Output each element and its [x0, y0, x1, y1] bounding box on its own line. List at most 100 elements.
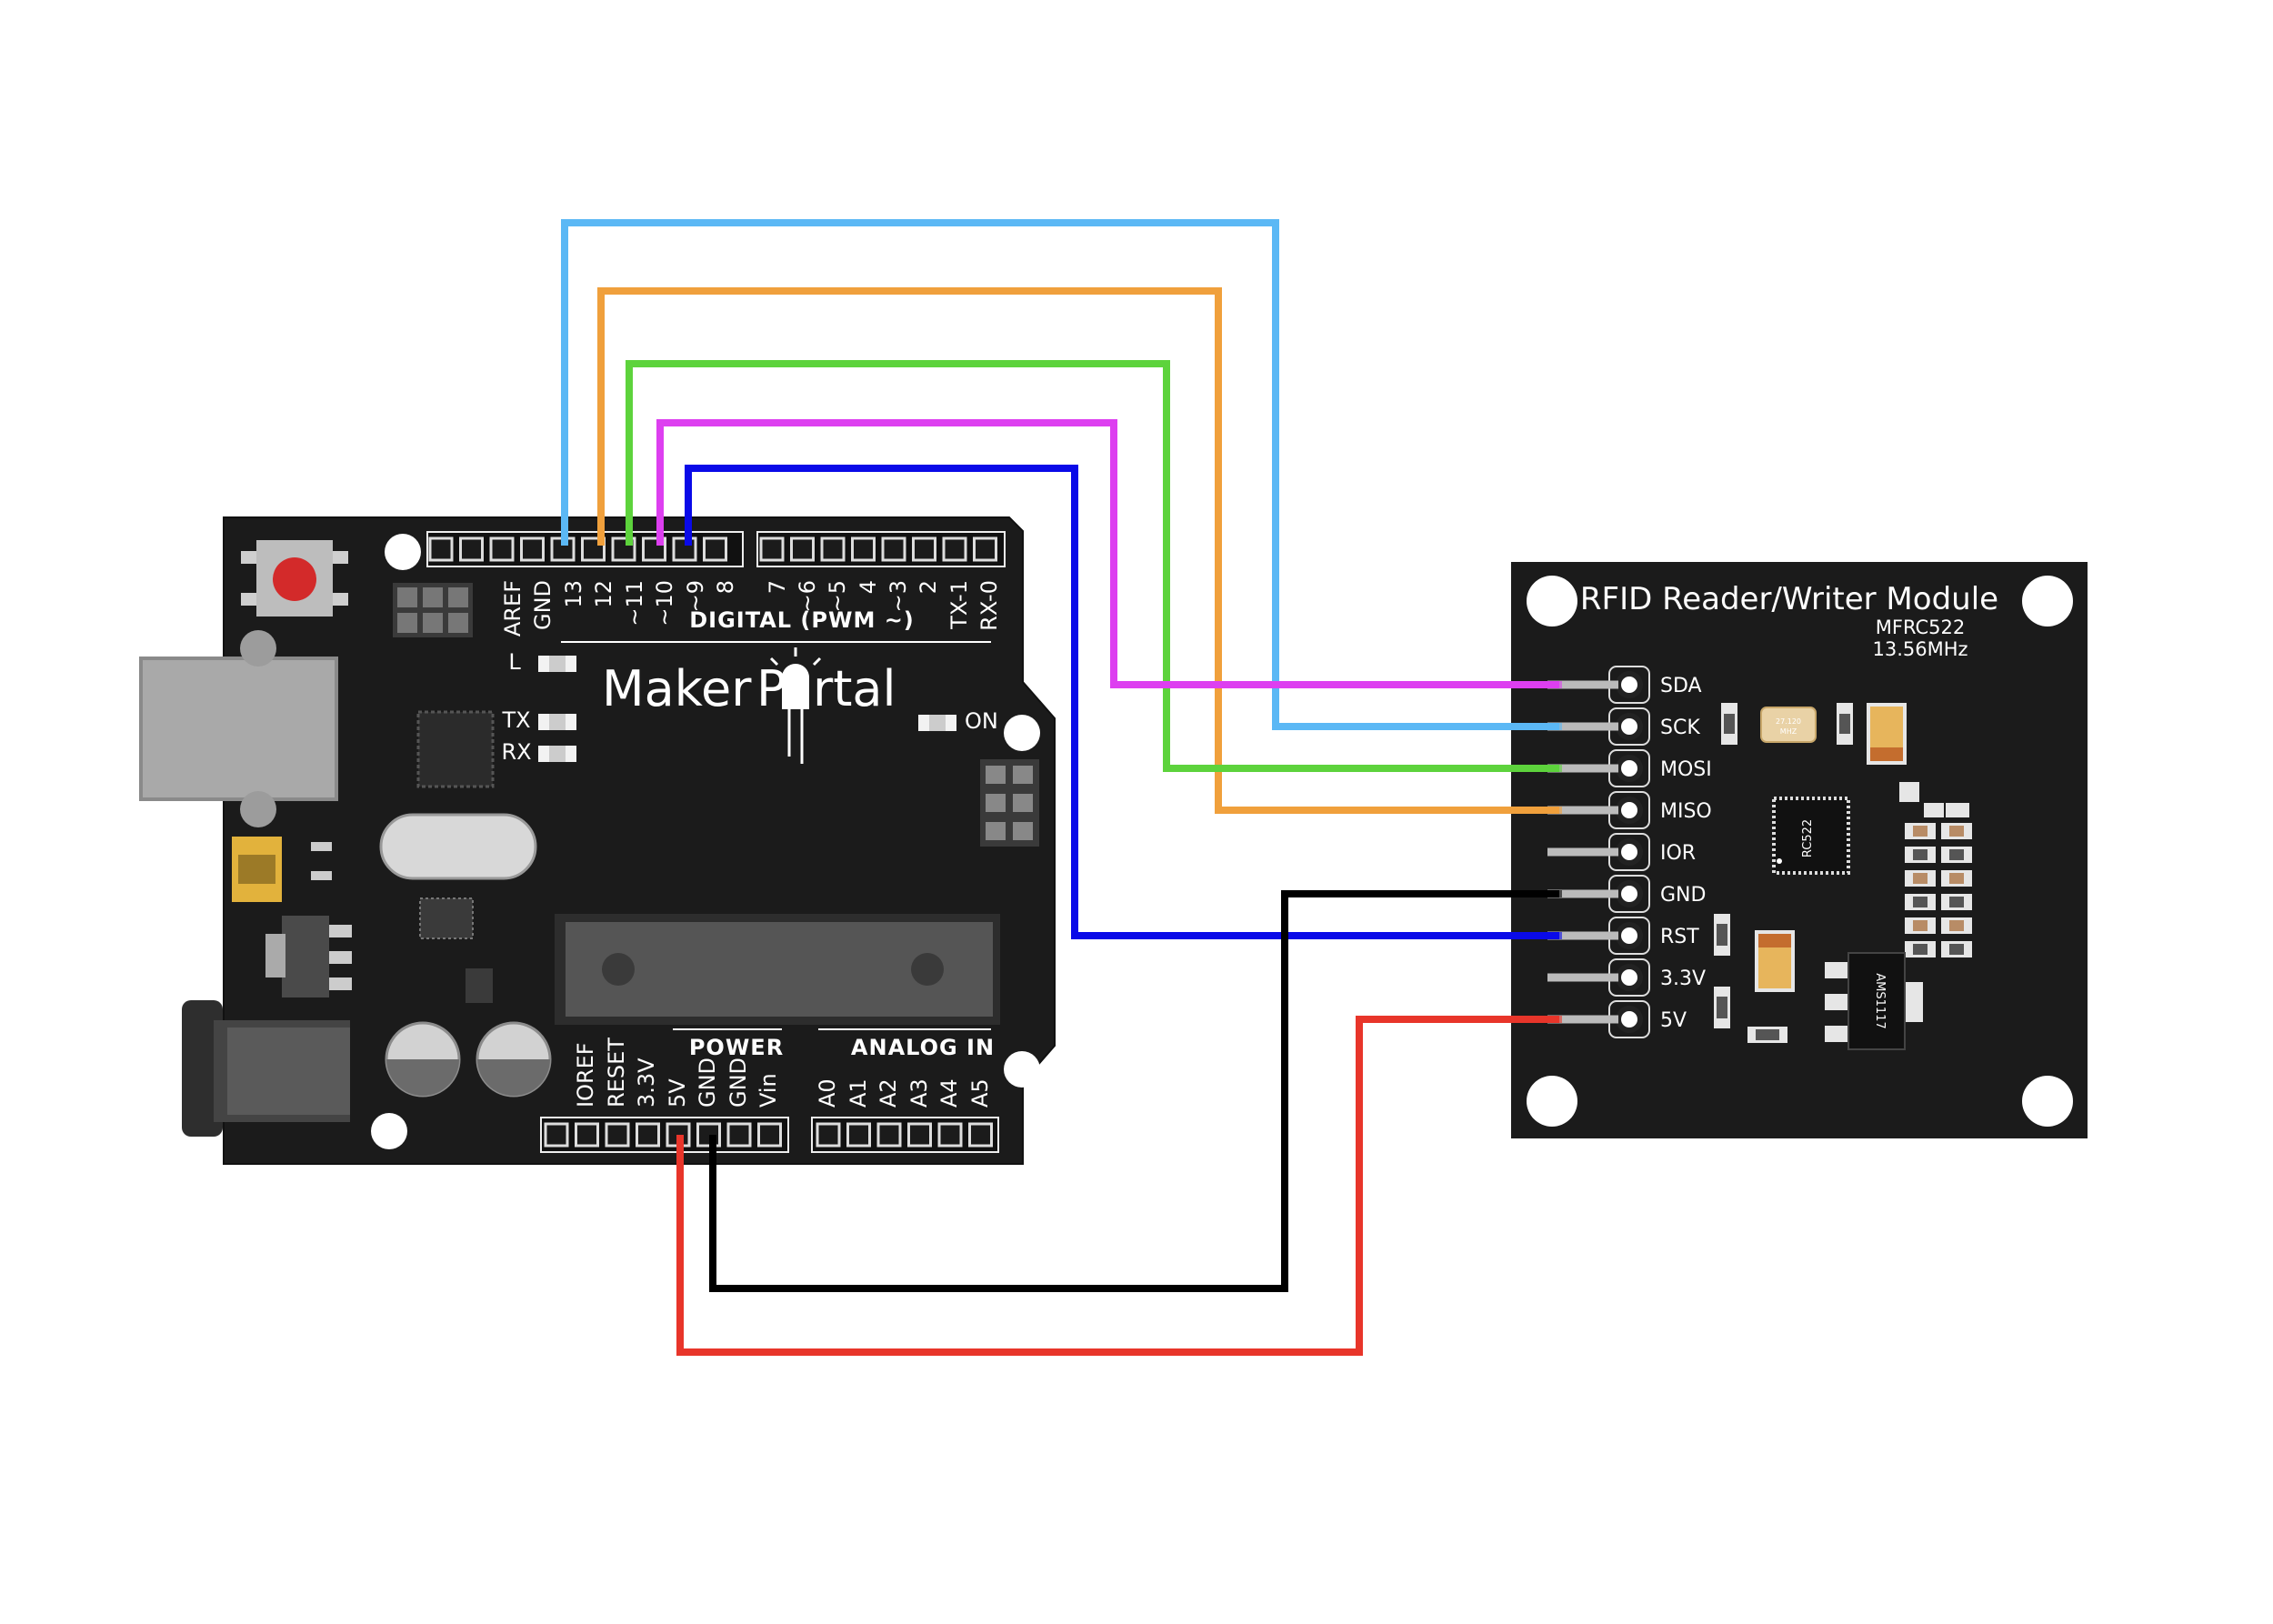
rfid-pin-hole [1616, 713, 1643, 740]
smd-part-body [1949, 920, 1964, 931]
smd-part [1946, 803, 1969, 817]
reset-button[interactable] [241, 540, 348, 617]
regulator-label: AMS1117 [1873, 973, 1887, 1028]
mount-hole [1004, 1051, 1040, 1088]
brand-led-icon [769, 647, 822, 764]
rfid-pin-hole [1616, 1006, 1643, 1033]
smd-part-body [1913, 944, 1928, 955]
header-socket [942, 536, 967, 562]
analog-pin-label: A2 [876, 1078, 901, 1108]
digital-pin-label: GND [530, 580, 556, 630]
header-socket [973, 536, 997, 562]
digital-pin-label: 12 [591, 580, 616, 608]
header-socket [703, 536, 727, 562]
wire [709, 890, 1559, 1292]
icsp-header [393, 583, 473, 637]
mount-hole [385, 534, 421, 570]
rfid-regulator: AMS1117 [1825, 952, 1923, 1050]
digital-pin-label: ~5 [825, 580, 850, 612]
digital-header-label: DIGITAL (PWM ~) [689, 607, 915, 633]
rfid-pin-label: 5V [1660, 1009, 1687, 1032]
usb-chip [416, 710, 495, 788]
brand-text-p: P [756, 660, 786, 717]
header-socket [605, 1122, 630, 1148]
icsp-header-2 [980, 759, 1039, 847]
smd-part [1924, 803, 1944, 817]
rfid-title: RFID Reader/Writer Module [1580, 581, 1998, 617]
smd-part-body [1913, 849, 1928, 860]
digital-pin-label: ~3 [886, 580, 911, 612]
header-socket [489, 536, 515, 562]
mount-hole [1004, 715, 1040, 751]
mount-hole [2022, 576, 2073, 627]
rfid-model: MFRC522 [1876, 617, 1966, 638]
rfid-pin-label: MOSI [1660, 758, 1712, 781]
tantalum-capacitor [1867, 703, 1907, 765]
led-l-label: L [508, 649, 521, 675]
mount-hole [2022, 1076, 2073, 1127]
mount-hole [1527, 1076, 1577, 1127]
power-pin-label: Vin [756, 1073, 781, 1108]
arduino-board: L TX RX ON Maker P [139, 516, 1056, 1165]
rfid-pin-hole [1616, 838, 1643, 866]
rfid-module: RFID Reader/Writer Module MFRC522 13.56M… [1511, 562, 2088, 1138]
digital-pin-label: RX-0 [976, 580, 1002, 631]
wire [685, 465, 1559, 939]
wire [597, 287, 1559, 814]
rfid-pin-label: SDA [1660, 675, 1702, 697]
digital-pin-label: 4 [856, 580, 881, 594]
header-socket [912, 536, 936, 562]
header-socket [907, 1122, 932, 1148]
crystal: 27.120 MHZ [1760, 707, 1817, 743]
analog-pin-label: A1 [846, 1078, 871, 1108]
power-header-strip [540, 1117, 789, 1153]
rfid-pin-hole [1616, 964, 1643, 991]
header-socket [846, 1122, 871, 1148]
wire [656, 419, 1559, 688]
digital-pin-label: 7 [765, 580, 790, 594]
rfid-pin-label: SCK [1660, 717, 1700, 739]
power-pin-label: RESET [604, 1038, 629, 1108]
power-pin-label: GND [695, 1058, 720, 1108]
analog-pin-label: A0 [815, 1078, 840, 1108]
crystal-label-1: 27.120 [1776, 717, 1801, 726]
power-header-label: POWER [689, 1035, 784, 1060]
smd-part-body [1949, 849, 1964, 860]
header-socket [428, 536, 454, 562]
header-socket [851, 536, 876, 562]
led-tx-label: TX [501, 707, 530, 733]
header-socket [636, 1122, 660, 1148]
wires [561, 219, 1562, 1356]
header-socket [816, 1122, 841, 1148]
smd-part-body [1913, 897, 1928, 907]
header-socket [544, 1122, 569, 1148]
smd-part-body [1913, 826, 1928, 837]
rfid-pin-hole [1616, 671, 1643, 698]
rfid-pin-hole [1616, 797, 1643, 824]
rfid-frequency: 13.56MHz [1872, 638, 1968, 660]
digital-pin-label: 8 [713, 580, 738, 594]
mount-hole [371, 1113, 407, 1149]
led-rx-label: RX [501, 739, 531, 765]
usb-connector [139, 657, 338, 801]
brand-text-left: Maker [602, 660, 752, 717]
analog-pin-label: A4 [936, 1078, 962, 1108]
voltage-regulator [265, 916, 352, 997]
digital-pin-label: AREF [500, 580, 526, 637]
header-socket [937, 1122, 963, 1148]
capacitor [476, 1021, 552, 1098]
rc522-chip-label: RC522 [1801, 819, 1815, 857]
header-socket [726, 1122, 752, 1148]
capacitor [385, 1021, 461, 1098]
led-l [538, 656, 576, 672]
rfid-pin-label: IOR [1660, 842, 1696, 865]
digital-pin-label: ~11 [622, 580, 647, 627]
tantalum-capacitor [1755, 930, 1795, 992]
led-on-label: ON [965, 708, 998, 734]
led-rx [538, 746, 576, 762]
power-pin-label: 3.3V [634, 1058, 659, 1108]
header-socket [790, 536, 815, 562]
header-socket [876, 1122, 902, 1148]
analog-header-label: ANALOG IN [851, 1035, 995, 1060]
power-pin-label: IOREF [573, 1042, 598, 1108]
